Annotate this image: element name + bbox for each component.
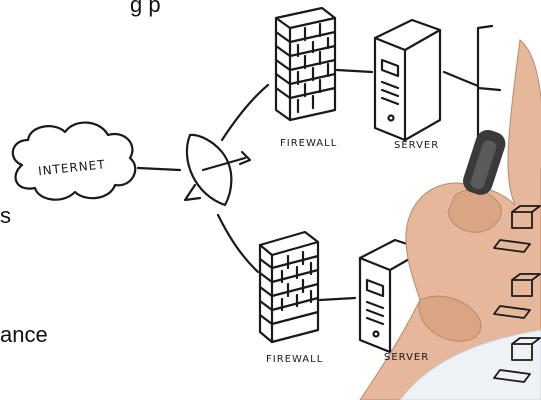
internet-label: INTERNET <box>37 157 106 178</box>
firewall-bottom-label: FIREWALL <box>266 354 323 365</box>
left-text-bottom: ance <box>0 322 48 347</box>
link-server-top-bracket <box>442 70 480 88</box>
link-dish-firewall-top <box>220 83 270 142</box>
firewall-top-label: FIREWALL <box>280 138 337 149</box>
firewall-bottom-icon <box>258 230 320 344</box>
link-internet-dish <box>136 166 182 172</box>
server-top-label: SERVER <box>394 140 439 151</box>
computer-icon-3 <box>493 337 541 383</box>
link-firewall-server-top <box>335 68 374 74</box>
satellite-dish-icon <box>183 133 252 207</box>
server-bottom-label: SERVER <box>384 352 429 363</box>
computer-icon-1 <box>493 205 541 253</box>
link-dish-firewall-bottom <box>216 213 260 274</box>
workstations <box>493 205 541 383</box>
firewall-top-icon <box>274 6 337 122</box>
hand-with-pen <box>359 39 541 400</box>
server-top-icon <box>373 18 442 142</box>
link-firewall-server-bottom <box>318 296 357 302</box>
left-text-top: g p <box>130 0 161 17</box>
left-text-mid: s <box>0 203 11 228</box>
internet-cloud-icon <box>11 121 137 201</box>
computer-icon-2 <box>493 273 541 319</box>
